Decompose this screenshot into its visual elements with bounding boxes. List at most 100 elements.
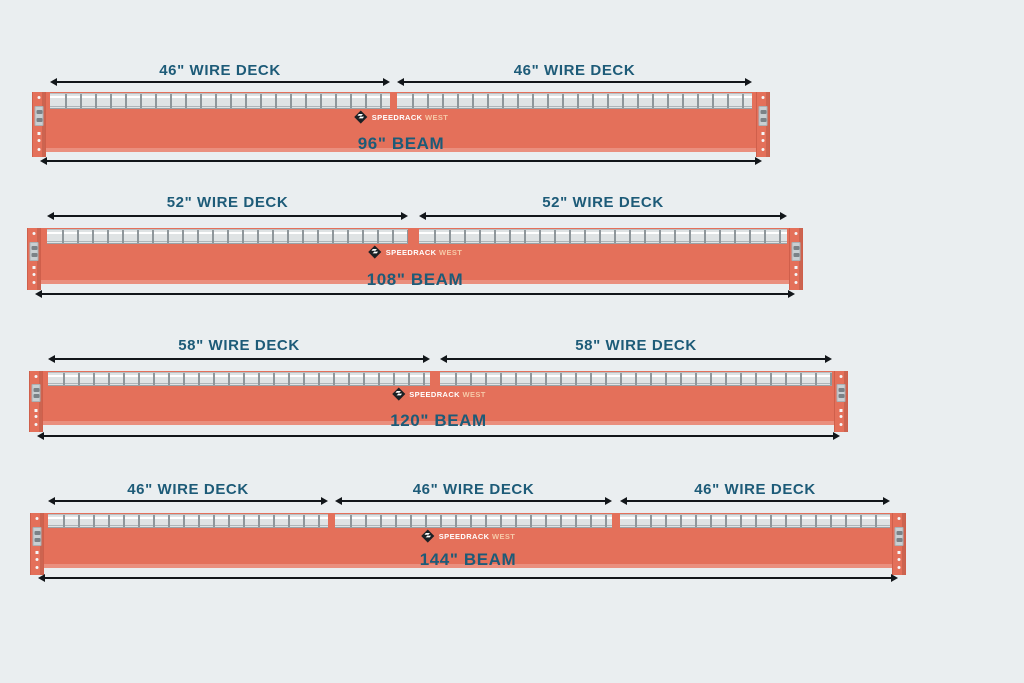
deck-wire (665, 373, 667, 385)
arrowhead-left (48, 496, 55, 505)
deck-wire (500, 515, 502, 527)
deck-wire (500, 373, 502, 385)
deck-wire (584, 230, 586, 243)
deck-wire (93, 373, 95, 385)
deck-wire (365, 94, 367, 108)
upright-column-left (27, 228, 41, 290)
deck-wire (680, 373, 682, 385)
deck-wire (650, 373, 652, 385)
deck-wire (318, 515, 320, 527)
deck-wire (517, 94, 519, 108)
deck-wire (168, 515, 170, 527)
deck-wire (242, 230, 244, 243)
upright-punch-hole (839, 409, 843, 412)
deck-wire (347, 230, 349, 243)
deck-wire (530, 373, 532, 385)
deck-wire (185, 94, 187, 108)
upright-punch-hole (35, 558, 39, 561)
deck-dimension-label: 46" WIRE DECK (513, 62, 636, 79)
deck-dimension-arrow (50, 77, 390, 86)
deck-wire (273, 373, 275, 385)
upright-punch-hole (32, 266, 36, 269)
deck-dimension-arrow (620, 496, 890, 505)
beam-connector-clip (791, 242, 801, 261)
logo-wordmark: SPEEDRACK WEST (409, 390, 485, 399)
dimension-line (423, 214, 783, 217)
deck-wire (614, 230, 616, 243)
wire-deck-2 (419, 229, 787, 244)
deck-wire (442, 94, 444, 108)
arrowhead-right (605, 496, 612, 505)
deck-wire (749, 230, 751, 243)
deck-wire (228, 515, 230, 527)
deck-wire (125, 94, 127, 108)
deck-wire (408, 373, 410, 385)
deck-wire (107, 230, 109, 243)
logo-wordmark: SPEEDRACK WEST (439, 532, 515, 541)
beam-connector-clip (758, 106, 768, 126)
deck-wire (815, 373, 817, 385)
deck-rail-top (335, 517, 612, 519)
deck-wire (243, 515, 245, 527)
arrowhead-right (788, 289, 795, 298)
deck-wire (575, 515, 577, 527)
beam-dimension-label: 108" BEAM (366, 270, 464, 289)
dimension-line (51, 214, 404, 217)
deck-wire (305, 94, 307, 108)
deck-wire (539, 230, 541, 243)
logo-text-primary: SPEEDRACK (385, 247, 437, 257)
deck-wire (554, 230, 556, 243)
deck-wire (742, 94, 744, 108)
beam-dimension-label: 120" BEAM (390, 411, 487, 430)
deck-wire (62, 230, 64, 243)
dimension-line (54, 80, 386, 83)
beam-dimension-arrow (40, 156, 762, 165)
deck-wire (260, 94, 262, 108)
upright-punch-hole (794, 232, 798, 235)
deck-wire (830, 515, 832, 527)
beam-connector-clip (31, 384, 41, 402)
logo-diamond-icon (354, 110, 368, 124)
deck-wire (258, 515, 260, 527)
upright-shadow (844, 371, 847, 432)
deck-wire (200, 94, 202, 108)
beam-dimension-arrow (38, 573, 898, 582)
deck-wire (108, 515, 110, 527)
arrowhead-left (620, 496, 627, 505)
arrowhead-left (40, 156, 47, 165)
deck-wire (485, 373, 487, 385)
upright-punch-hole (897, 566, 901, 569)
deck-rail-bottom (419, 240, 787, 242)
deck-wire (875, 515, 877, 527)
deck-wire (153, 373, 155, 385)
deck-wire (710, 373, 712, 385)
deck-wire (560, 373, 562, 385)
deck-wire (318, 373, 320, 385)
connector-slot-lower (760, 118, 766, 122)
deck-wire (487, 94, 489, 108)
upright-shadow (766, 92, 769, 157)
deck-wire (457, 94, 459, 108)
deck-wire (530, 515, 532, 527)
deck-wire (800, 515, 802, 527)
deck-wire (333, 373, 335, 385)
upright-shadow (799, 228, 802, 290)
deck-wire (393, 373, 395, 385)
deck-wire (378, 373, 380, 385)
upright-punch-hole (897, 551, 901, 554)
deck-wire (215, 94, 217, 108)
deck-wire (245, 94, 247, 108)
wire-deck-1 (48, 514, 328, 528)
logo-wordmark: SPEEDRACK WEST (386, 248, 462, 257)
deck-wire (569, 230, 571, 243)
deck-dimension-label: 58" WIRE DECK (178, 337, 300, 354)
deck-dimension-arrow (48, 496, 328, 505)
deck-wire (138, 373, 140, 385)
upright-punch-hole (34, 375, 38, 378)
deck-wire (592, 94, 594, 108)
deck-wire (560, 515, 562, 527)
arrowhead-right (891, 573, 898, 582)
upright-punch-hole (897, 558, 901, 561)
logo-text-primary: SPEEDRACK (371, 112, 423, 122)
deck-dimension-arrow (440, 354, 832, 363)
